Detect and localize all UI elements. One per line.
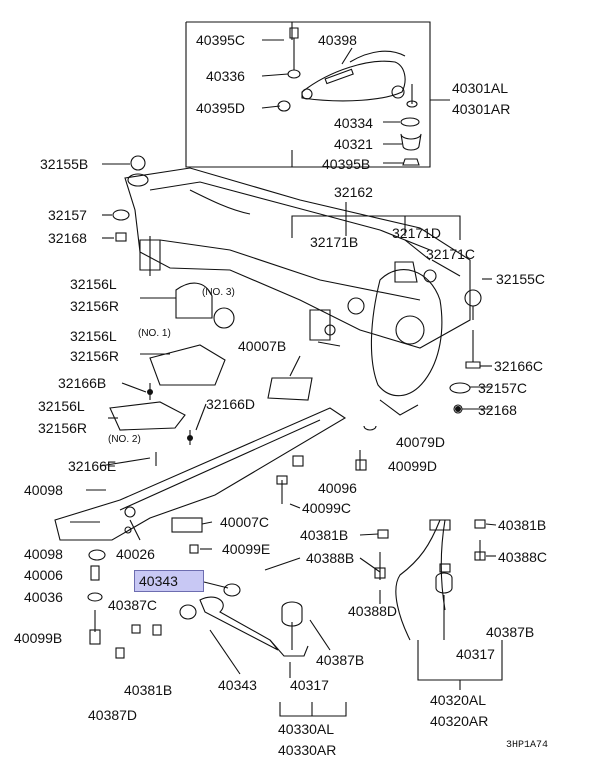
part-label-40007C[interactable]: 40007C [220,514,270,530]
part-label-40336[interactable]: 40336 [206,68,245,84]
part-label-40330AR[interactable]: 40330AR [278,742,337,758]
part-label-40343-highlighted: 40343 [139,573,178,589]
part-label-40381B-right[interactable]: 40381B [498,517,547,533]
part-label-40398[interactable]: 40398 [318,32,357,48]
mount-no2 [109,401,186,431]
crossmember [124,155,471,349]
part-label-40387C[interactable]: 40387C [108,597,158,613]
part-label-40387B-right[interactable]: 40387B [486,624,535,640]
part-label-40388D[interactable]: 40388D [348,603,398,619]
part-label-32166E[interactable]: 32166E [68,458,117,474]
mount-tag-no2: (NO. 2) [108,434,141,445]
mount-no3 [175,282,213,319]
part-label-40098-a[interactable]: 40098 [24,482,63,498]
part-label-32157C[interactable]: 32157C [478,380,528,396]
part-label-40343[interactable]: 40343 [218,677,257,693]
part-label-40388C[interactable]: 40388C [498,549,548,565]
mount-tag-no1: (NO. 1) [138,328,171,339]
part-label-32156R-b[interactable]: 32156R [70,348,120,364]
upper-arm-group-bracket [291,21,431,168]
part-label-40006[interactable]: 40006 [24,567,63,583]
part-label-32166C[interactable]: 32166C [494,358,544,374]
part-label-32171D[interactable]: 32171D [392,225,442,241]
part-label-40334[interactable]: 40334 [334,115,373,131]
lateral-rod [179,583,309,657]
mount-tag-no3: (NO. 3) [202,287,235,298]
lower-control-arm [374,519,486,641]
part-label-40079D[interactable]: 40079D [396,434,446,450]
part-label-40098-b[interactable]: 40098 [24,546,63,562]
part-label-40099B[interactable]: 40099B [14,630,63,646]
steering-knuckle [370,261,482,416]
part-label-40381B-mid[interactable]: 40381B [300,527,349,543]
part-label-40320AR[interactable]: 40320AR [430,713,489,729]
part-label-40320AL[interactable]: 40320AL [430,692,487,708]
part-label-40099E[interactable]: 40099E [222,541,271,557]
part-label-40317-right[interactable]: 40317 [456,646,495,662]
part-label-40026[interactable]: 40026 [116,546,155,562]
part-label-40387D[interactable]: 40387D [88,707,138,723]
upper-arm-bushings [400,117,422,166]
washer-32157 [112,209,130,221]
part-label-32156R-c[interactable]: 32156R [38,420,88,436]
part-label-40099C[interactable]: 40099C [302,500,352,516]
part-label-32156L-a[interactable]: 32156L [70,276,117,292]
part-label-32156L-c[interactable]: 32156L [38,398,85,414]
part-label-40395B[interactable]: 40395B [322,156,371,172]
highlighted-part-40343[interactable]: 40343 [134,570,204,592]
part-label-32157[interactable]: 32157 [48,207,87,223]
part-label-32171B[interactable]: 32171B [310,234,359,250]
part-label-32162[interactable]: 32162 [334,184,373,200]
diagram-code: 3HP1A74 [506,740,549,751]
part-label-32166B[interactable]: 32166B [58,375,107,391]
part-label-32166D[interactable]: 32166D [206,396,256,412]
part-label-32171C[interactable]: 32171C [426,246,476,262]
part-label-40301AR[interactable]: 40301AR [452,101,511,117]
nut-32168 [115,232,127,242]
part-label-40007B[interactable]: 40007B [238,338,287,354]
part-label-32168-right[interactable]: 32168 [478,402,517,418]
part-label-40387B-mid[interactable]: 40387B [316,652,365,668]
mount-no1 [149,344,226,386]
part-label-40388B[interactable]: 40388B [306,550,355,566]
lower-member [54,377,377,554]
part-label-40321[interactable]: 40321 [334,136,373,152]
part-label-40395D[interactable]: 40395D [196,100,246,116]
part-label-40036[interactable]: 40036 [24,589,63,605]
part-label-40381B-bottom[interactable]: 40381B [124,682,173,698]
part-label-32156L-b[interactable]: 32156L [70,328,117,344]
part-label-40330AL[interactable]: 40330AL [278,721,335,737]
part-label-32155B[interactable]: 32155B [40,156,89,172]
part-label-32155C[interactable]: 32155C [496,271,546,287]
part-label-40317-mid[interactable]: 40317 [290,677,329,693]
part-label-32168-left[interactable]: 32168 [48,230,87,246]
part-label-32156R-a[interactable]: 32156R [70,298,120,314]
part-label-40099D[interactable]: 40099D [388,458,438,474]
part-label-40301AL[interactable]: 40301AL [452,80,509,96]
part-label-40096[interactable]: 40096 [318,480,357,496]
part-label-40395C[interactable]: 40395C [196,32,246,48]
